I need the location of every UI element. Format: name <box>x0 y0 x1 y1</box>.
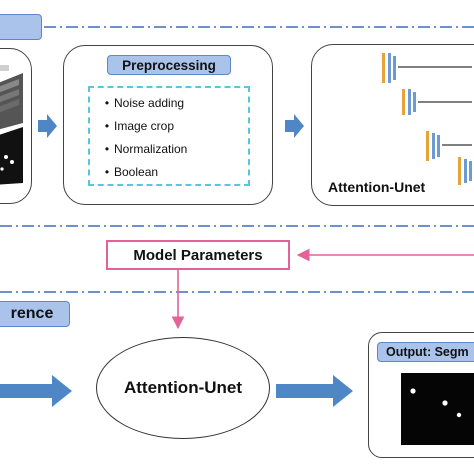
output-title: Output: Segm <box>377 342 474 362</box>
arrow-input-to-network <box>0 375 72 407</box>
input-image-stack <box>0 65 23 185</box>
preprocessing-panel: Preprocessing Noise adding Image crop No… <box>63 45 273 205</box>
inference-section-tag: rence <box>0 301 70 327</box>
training-section-tag <box>0 14 42 40</box>
arrow-preprocessing-to-network <box>285 114 304 138</box>
stacked-slices-icon <box>0 65 23 185</box>
preprocessing-title: Preprocessing <box>107 55 231 75</box>
segmentation-mask-image <box>401 373 474 445</box>
unet-stage-1 <box>382 53 472 83</box>
step-boolean: Boolean <box>100 161 248 184</box>
output-panel: Output: Segm <box>368 332 474 458</box>
preprocessing-steps-box: Noise adding Image crop Normalization Bo… <box>88 86 250 186</box>
arrow-network-to-output <box>276 375 353 407</box>
inference-network-node: Attention-Unet <box>96 337 270 439</box>
step-noise-adding: Noise adding <box>100 92 248 115</box>
unet-stage-4 <box>458 157 472 185</box>
mask-spots <box>410 388 462 418</box>
inference-network-label: Attention-Unet <box>123 378 243 397</box>
preprocessing-steps-list: Noise adding Image crop Normalization Bo… <box>100 92 248 184</box>
arrow-input-to-preprocessing <box>38 114 57 138</box>
unet-stage-3 <box>426 131 472 161</box>
unet-stage-2 <box>402 89 472 115</box>
network-panel: Attention-Unet <box>311 44 474 206</box>
model-parameters-label: Model Parameters <box>133 246 263 264</box>
input-data-panel <box>0 48 32 204</box>
model-parameters-box: Model Parameters <box>106 240 290 270</box>
step-normalization: Normalization <box>100 138 248 161</box>
step-image-crop: Image crop <box>100 115 248 138</box>
network-label: Attention-Unet <box>328 179 426 195</box>
unet-architecture-diagram <box>382 53 472 185</box>
